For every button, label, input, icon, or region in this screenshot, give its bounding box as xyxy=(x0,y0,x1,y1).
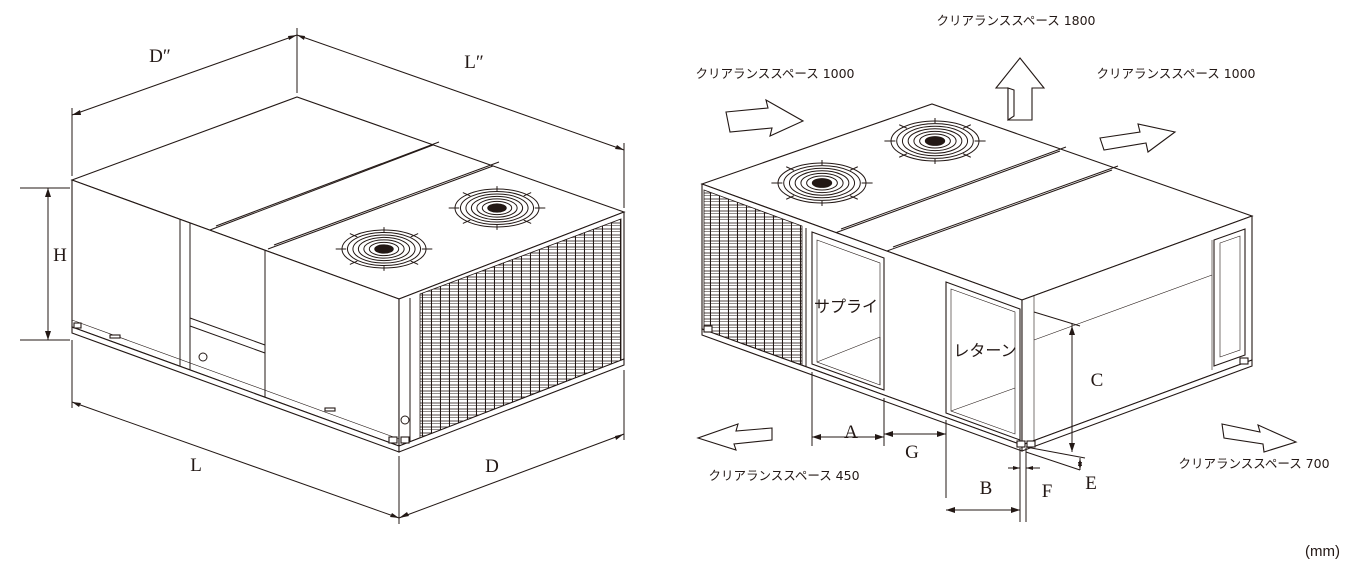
left-unit xyxy=(70,96,626,453)
dim-label-e: E xyxy=(1085,473,1097,494)
dim-label-b: B xyxy=(980,478,993,499)
fan-guard-mark xyxy=(462,192,471,197)
clearance-arrows xyxy=(696,57,1298,453)
right-dimension-labels: A B C E F G サプライ レターン xyxy=(814,297,1103,502)
fan-guard-mark xyxy=(962,124,971,129)
dim-label-depth-top: D″ xyxy=(149,46,171,67)
fan-guard-mark xyxy=(476,198,518,218)
fan-guard-mark xyxy=(352,234,416,264)
arrow-left-back xyxy=(725,98,805,137)
fan-guard-mark xyxy=(523,192,532,197)
fan-guard-mark xyxy=(962,153,971,158)
fan-guard-mark xyxy=(487,203,507,213)
fan-guard-mark xyxy=(786,166,795,171)
fan-guard-mark xyxy=(899,153,908,158)
right-unit-fans xyxy=(771,118,986,206)
fan-guard-mark xyxy=(481,200,513,216)
left-dimension-lines xyxy=(20,28,625,524)
supply-opening xyxy=(811,231,885,391)
dim-label-depth: D xyxy=(485,456,499,477)
arrow-top xyxy=(994,57,1046,121)
roof-seam xyxy=(209,144,434,231)
arrow-right xyxy=(1221,423,1298,453)
fan-guard-mark xyxy=(849,166,858,171)
fan-guard-mark xyxy=(357,236,411,262)
fan-guard-mark xyxy=(470,195,524,221)
dim-label-c: C xyxy=(1091,370,1104,391)
fan-guard-mark xyxy=(806,175,838,191)
fan-guard-mark xyxy=(788,167,856,199)
clearance-left-back: クリアランススペース 1000 xyxy=(695,66,854,81)
fan-guard-mark xyxy=(794,170,850,196)
fan-guard-mark xyxy=(800,172,844,194)
fan-guard-mark xyxy=(410,260,419,265)
left-unit-fans xyxy=(335,186,546,271)
fan-guard-mark xyxy=(368,241,400,257)
fan-guard-mark xyxy=(913,130,957,152)
right-dimension-lines xyxy=(811,311,1086,522)
fan-guard-mark xyxy=(907,128,963,154)
fan-guard-mark xyxy=(783,165,861,201)
return-opening xyxy=(945,281,1021,441)
fan-guard-mark xyxy=(811,178,833,188)
fan-guard-mark xyxy=(465,193,529,223)
supply-label: サプライ xyxy=(814,297,878,316)
clearance-right: クリアランススペース 700 xyxy=(1178,456,1329,471)
dim-label-f: F xyxy=(1042,481,1053,502)
fan-guard-mark xyxy=(896,123,974,159)
dim-label-a: A xyxy=(844,422,858,443)
clearance-labels: クリアランススペース 1800 クリアランススペース 1000 クリアランススペ… xyxy=(695,13,1329,483)
fan-guard-mark xyxy=(349,260,358,265)
dim-label-height: H xyxy=(53,245,67,266)
fan-guard-mark xyxy=(924,136,946,146)
fan-guard-mark xyxy=(523,219,532,224)
fan-guard-mark xyxy=(919,133,951,149)
arrow-front xyxy=(696,423,773,451)
roof-seam xyxy=(834,150,1061,234)
left-dimension-labels: D″ L″ H L D xyxy=(53,46,499,477)
fan-guard-mark xyxy=(363,239,405,259)
clearance-top: クリアランススペース 1800 xyxy=(936,13,1095,28)
return-label: レターン xyxy=(953,341,1016,360)
fan-guard-mark xyxy=(459,190,535,226)
dim-label-length-top: L″ xyxy=(464,52,484,73)
fan-guard-mark xyxy=(786,195,795,200)
fan-guard-mark xyxy=(410,233,419,238)
fan-guard-mark xyxy=(349,233,358,238)
right-unit xyxy=(700,103,1254,452)
dim-label-g: G xyxy=(905,442,919,463)
roof-seam xyxy=(267,165,494,250)
fan-guard-mark xyxy=(346,231,422,267)
fan-guard-mark xyxy=(899,124,908,129)
clearance-right-back: クリアランススペース 1000 xyxy=(1096,66,1255,81)
fan-guard-mark xyxy=(901,125,969,157)
arrow-right-back xyxy=(1099,123,1177,153)
dim-label-length: L xyxy=(190,455,202,476)
clearance-front: クリアランススペース 450 xyxy=(708,468,859,483)
fan-guard-mark xyxy=(849,195,858,200)
fan-guard-mark xyxy=(462,219,471,224)
unit-label: (mm) xyxy=(1305,543,1340,560)
roof-seam xyxy=(886,169,1113,252)
fan-guard-mark xyxy=(374,244,394,254)
